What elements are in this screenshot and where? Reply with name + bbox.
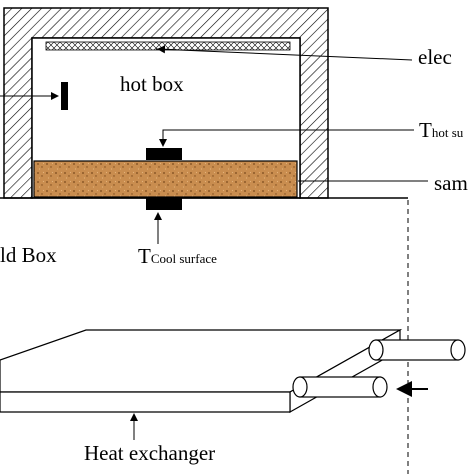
t-cool-sub: Cool surface [150,251,217,266]
inlet-pipe [292,376,388,398]
hot-box-label: hot box [120,72,184,96]
cool-surface-sensor [146,198,182,210]
cold-box-label: ld Box [0,243,57,267]
air-temperature-sensor [61,82,68,110]
electric-leader-arrow [157,45,181,54]
sample-specimen [33,160,298,198]
t-cool-main: T [138,244,151,268]
t-hot-main: T [419,118,432,142]
heat-exchanger-label: Heat exchanger [84,441,216,465]
sample-label: sam [434,171,468,195]
hot-surface-sensor [146,148,182,160]
t-hot-surface-label: Thot su [419,118,463,143]
heat-exchanger-front-face [0,391,291,413]
t-hot-sub: hot su [431,125,464,140]
t-cool-surface-label: TCool surface [138,244,217,269]
electric-heater-label: elec [418,45,452,69]
electric-leader [155,48,413,61]
t-hot-leader [159,129,414,147]
outlet-pipe [368,339,466,361]
electric-heater [45,41,291,51]
